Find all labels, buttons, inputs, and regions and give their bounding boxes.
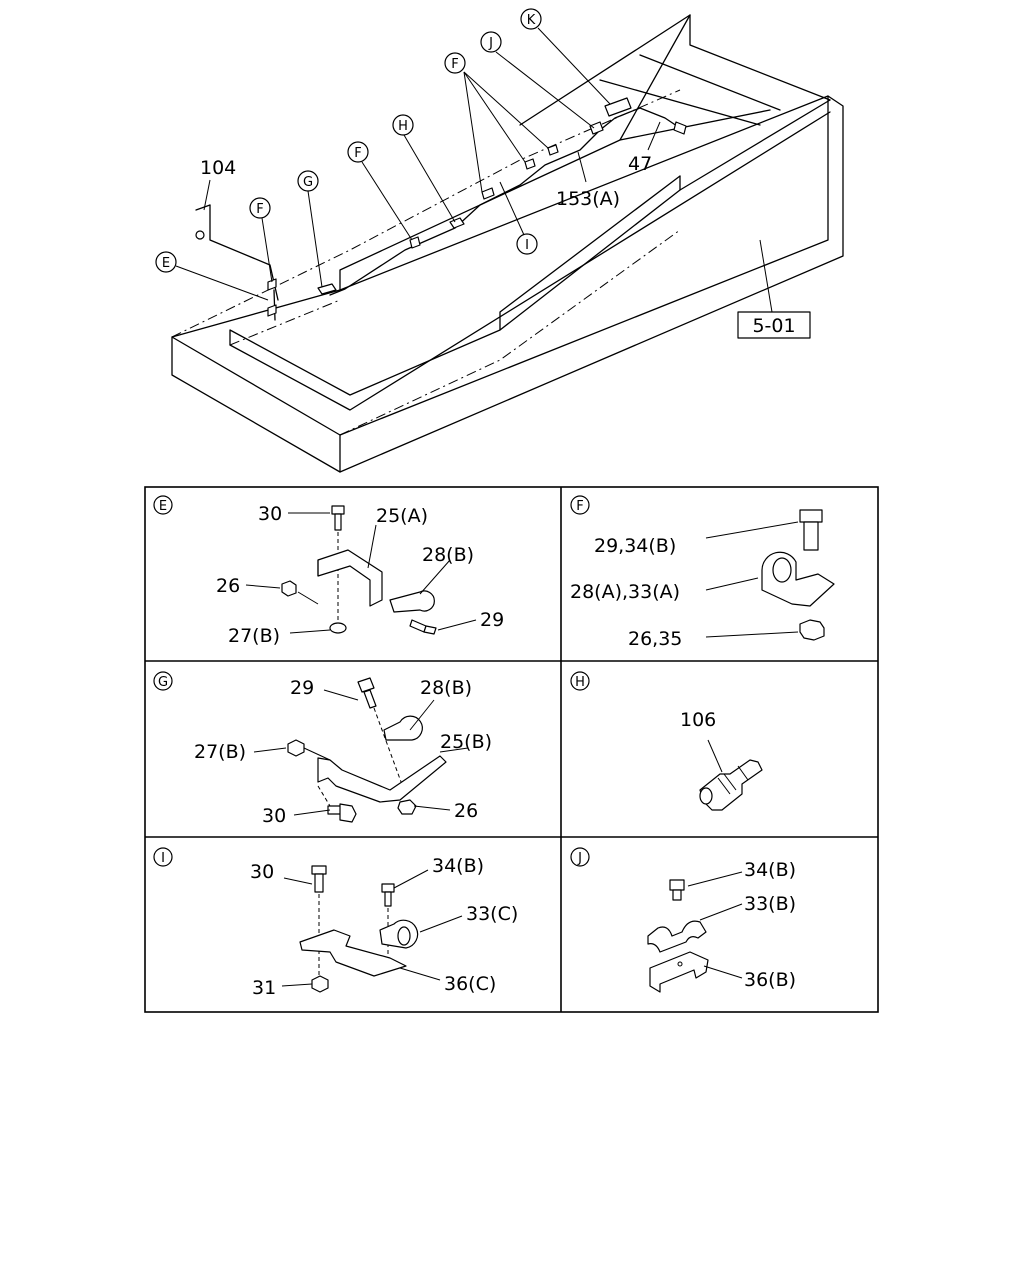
part-label-26: 26: [454, 800, 478, 822]
part-label-29: 29: [480, 609, 504, 631]
part-label-153a: 153(A): [556, 188, 620, 210]
part-label-31: 31: [252, 977, 276, 999]
frame-overview: E F G F H F J K I 104 47 153(A) 5-01: [155, 8, 844, 473]
part-label-30: 30: [258, 503, 282, 525]
part-label-30: 30: [262, 805, 286, 827]
callout-f: F: [354, 146, 361, 161]
part-label-25b: 25(B): [440, 731, 492, 753]
part-label-36c: 36(C): [444, 973, 496, 995]
part-label-27b: 27(B): [194, 741, 246, 763]
part-label-27b: 27(B): [228, 625, 280, 647]
detail-panel-i: I 30 34(B) 33(C) 31 36(C): [153, 847, 518, 999]
detail-panel-h: H 106: [570, 671, 763, 811]
callout-k: K: [527, 13, 536, 28]
panel-key-g: G: [158, 675, 168, 690]
panel-key-i: I: [161, 851, 165, 866]
part-label-106: 106: [680, 709, 716, 731]
part-label-bolt: 29,34(B): [594, 535, 676, 557]
panel-key-h: H: [575, 675, 585, 690]
callout-f: F: [256, 202, 263, 217]
detail-panel-e: E 30 25(A) 26 28(B) 27(B) 29: [153, 495, 504, 647]
callout-h: H: [398, 119, 408, 134]
part-label-25a: 25(A): [376, 505, 428, 527]
part-label-104: 104: [200, 157, 236, 179]
detail-panel-j: J 34(B) 33(B) 36(B): [570, 847, 796, 993]
callout-i: I: [525, 238, 529, 253]
part-label-29: 29: [290, 677, 314, 699]
reference-box: [737, 311, 811, 339]
detail-panel-f: F 29,34(B) 28(A),33(A) 26,35: [570, 495, 835, 650]
part-label-clamp: 28(A),33(A): [570, 581, 680, 603]
part-label-30: 30: [250, 861, 274, 883]
callout-j: J: [488, 36, 493, 51]
panel-key-j: J: [577, 851, 582, 866]
part-label-34b: 34(B): [744, 859, 796, 881]
part-label-47: 47: [628, 153, 652, 175]
part-label-34b: 34(B): [432, 855, 484, 877]
callout-f: F: [451, 57, 458, 72]
detail-panel-g: G 29 28(B) 27(B) 25(B) 30 26: [153, 671, 492, 827]
part-label-28b: 28(B): [422, 544, 474, 566]
callout-e: E: [162, 256, 170, 271]
callout-g: G: [303, 175, 313, 190]
panel-key-f: F: [576, 499, 583, 514]
part-label-26: 26: [216, 575, 240, 597]
panel-key-e: E: [159, 499, 167, 514]
part-label-33b: 33(B): [744, 893, 796, 915]
reference-label: 5-01: [752, 315, 795, 337]
detail-grid: [144, 486, 879, 1013]
part-label-nut: 26,35: [628, 628, 682, 650]
part-label-36b: 36(B): [744, 969, 796, 991]
part-label-28b: 28(B): [420, 677, 472, 699]
part-label-33c: 33(C): [466, 903, 518, 925]
